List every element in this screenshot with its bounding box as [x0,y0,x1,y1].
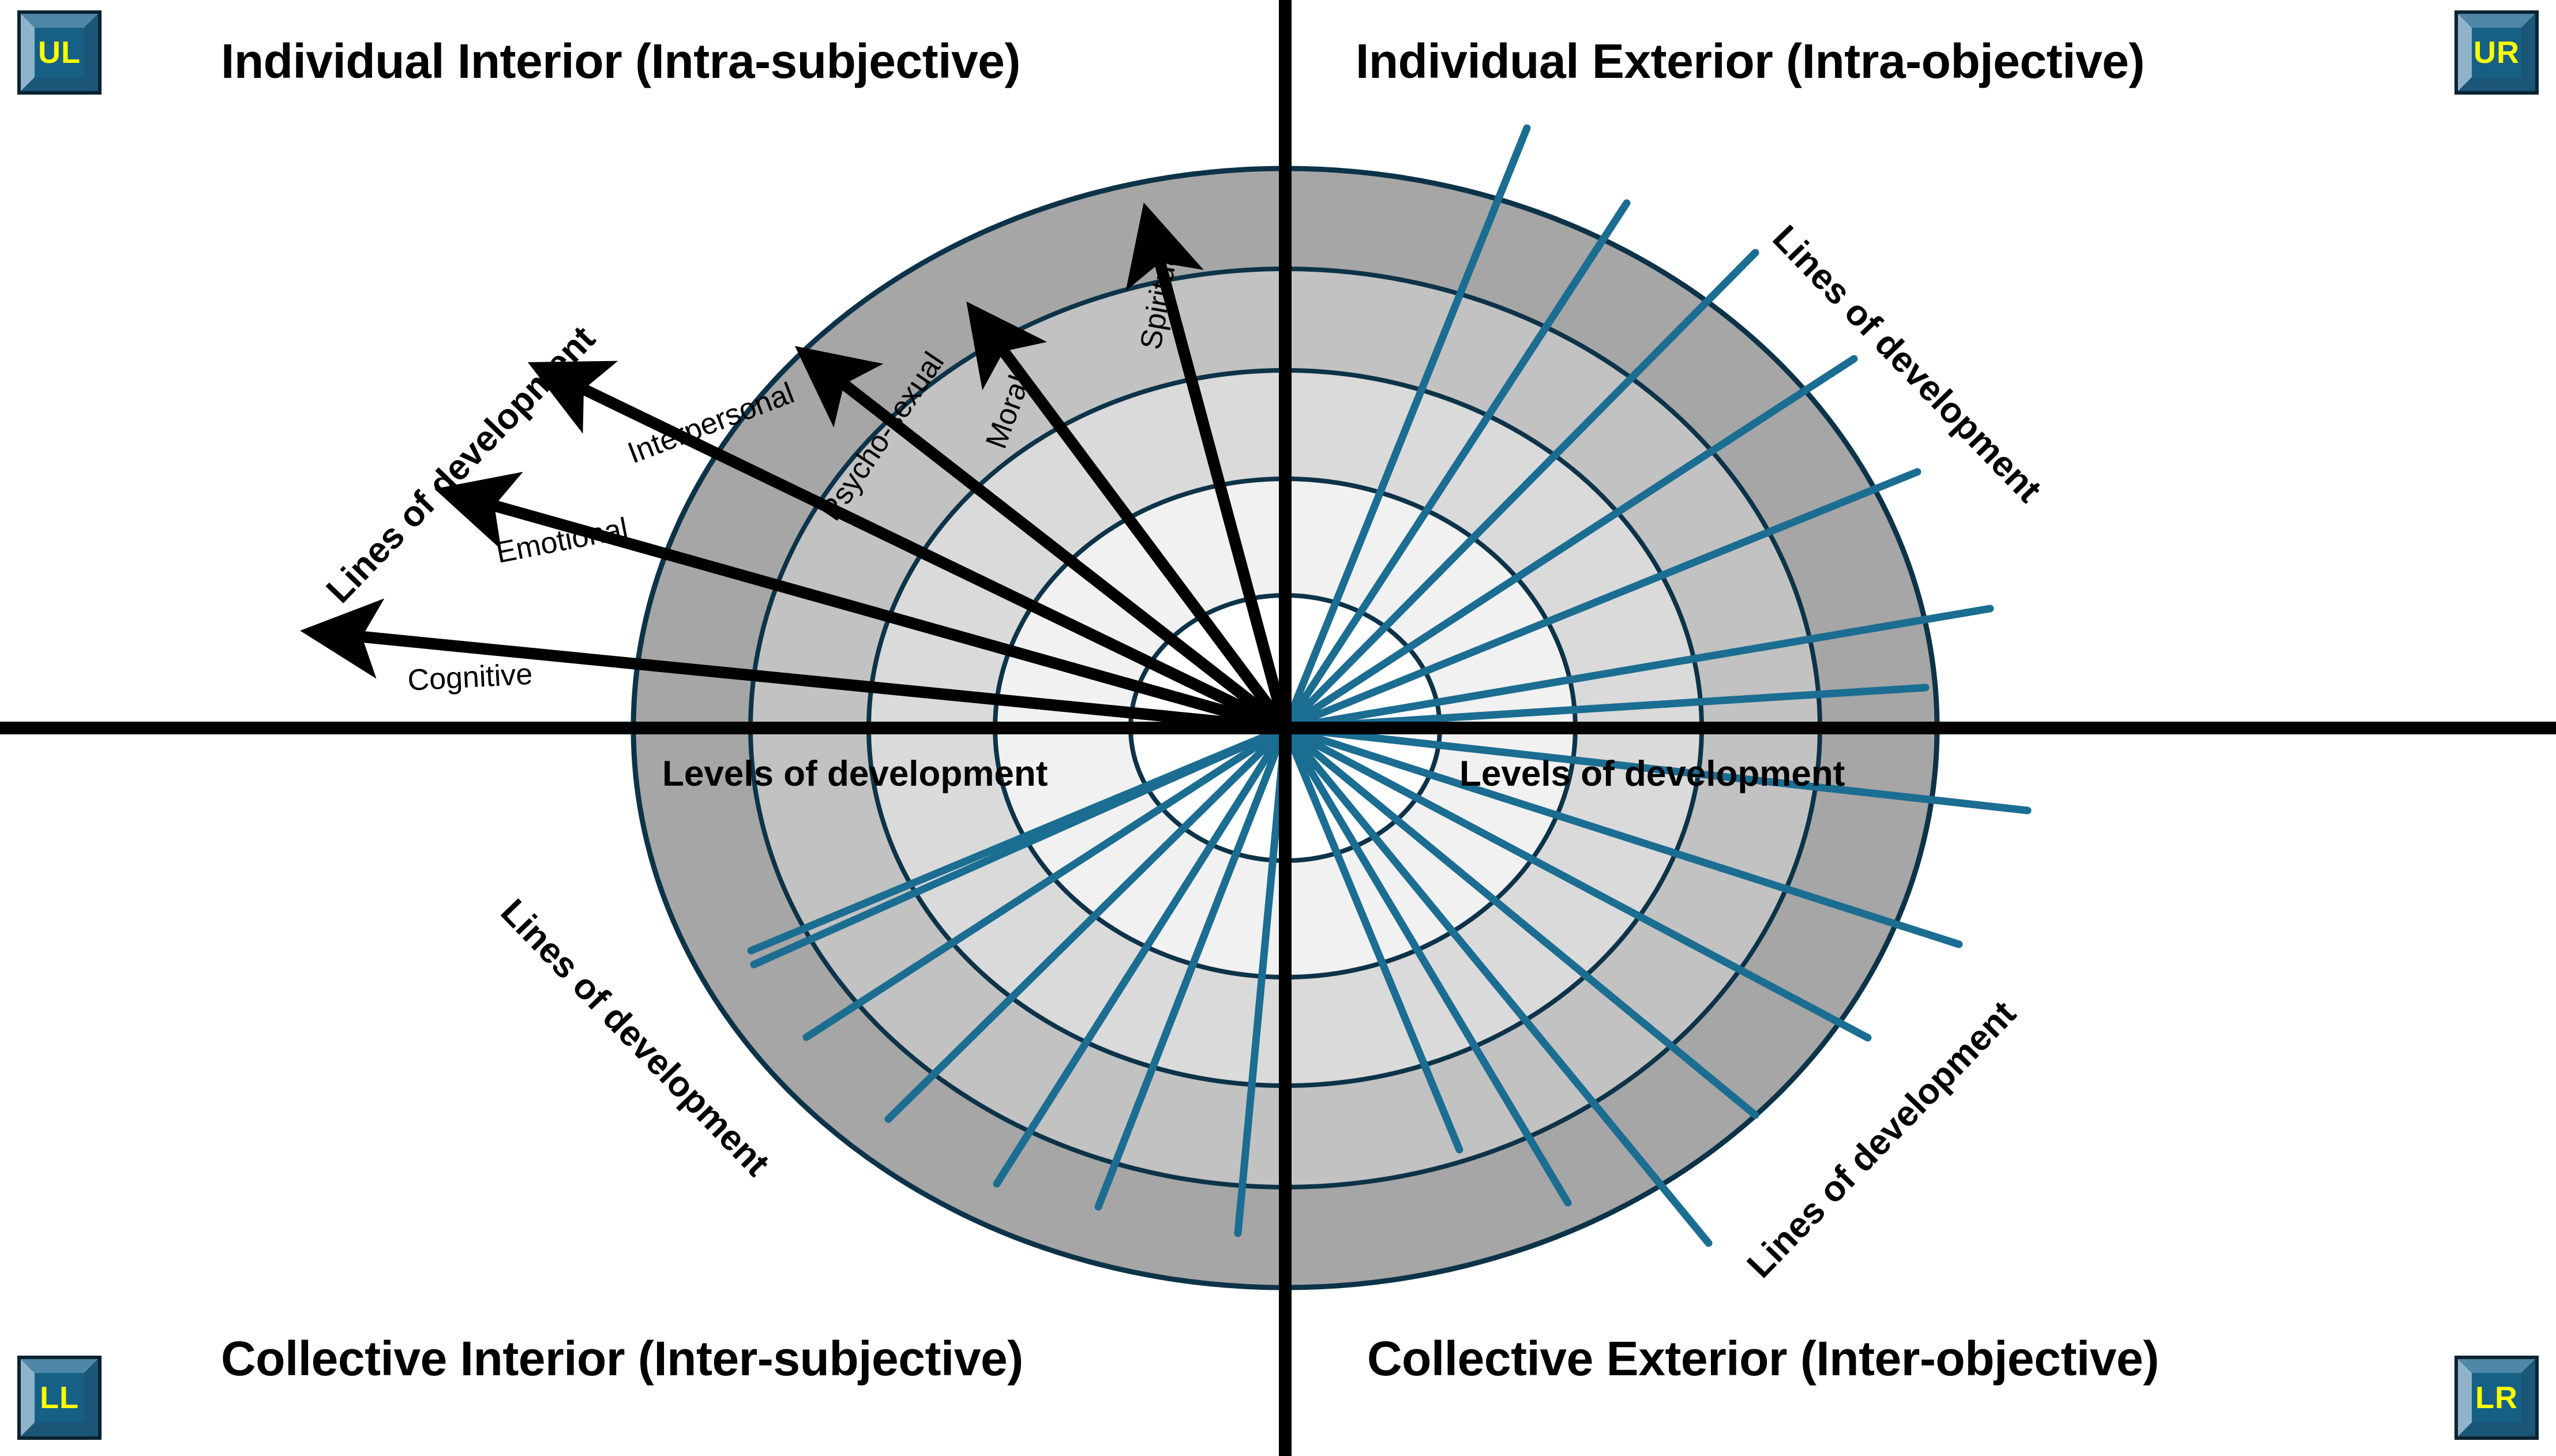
spoke-ur-2 [1281,199,1631,732]
badge-upper-left[interactable]: UL [16,9,103,96]
spoke-ur-5 [1281,468,1921,732]
spokes-lower-left [747,724,1289,1237]
spoke-ll-3 [993,724,1289,1188]
badge-upper-right[interactable]: UR [2453,9,2540,96]
spoke-lr-5 [1281,724,1713,1247]
badge-bevel-icon [17,1356,102,1440]
levels-of-development-label-left: Levels of development [662,754,1048,794]
spokes-lower-right [1281,724,2032,1247]
badge-lower-right[interactable]: LR [2453,1354,2540,1441]
spoke-lr-3 [1281,724,1872,1042]
spoke-ll-1 [1234,724,1289,1237]
quadrant-title-upper-right: Individual Exterior (Intra-objective) [1356,34,2145,88]
spoke-lr-2 [1281,724,1963,948]
levels-of-development-label-right: Levels of development [1459,754,1845,794]
spoke-lr-6 [1281,724,1572,1207]
badge-bevel-icon [2454,1356,2539,1440]
spoke-lr-1 [1281,724,2032,815]
arrow-moral [966,301,1290,731]
quadrant-title-lower-right: Collective Exterior (Inter-objective) [1367,1331,2159,1386]
spoke-ur-3 [1281,249,1759,732]
spoke-ll-2 [1094,724,1289,1211]
spoke-ur-7 [1281,684,1930,732]
spoke-lr-7 [1281,724,1463,1154]
badge-bevel-icon [17,10,102,95]
spoke-lr-4 [1281,724,1759,1119]
arrow-psycho-sexual [794,346,1289,733]
spoke-ll-7 [747,724,1289,955]
quadrant-title-lower-left: Collective Interior (Inter-subjective) [221,1331,1023,1386]
arrow-spiritual [1125,202,1291,730]
line-label-cognitive: Cognitive [407,657,534,697]
development-line-arrows [300,202,1291,734]
spoke-ur-6 [1281,605,1994,732]
spoke-ur-4 [1281,355,1858,732]
arrow-interpersonal [527,361,1288,734]
arrow-emotional [434,471,1287,734]
badge-bevel-icon [2454,10,2539,95]
spoke-ll-5 [802,724,1289,1041]
spoke-ur-1 [1281,124,1531,732]
quadrant-title-upper-left: Individual Interior (Intra-subjective) [221,34,1020,88]
spokes-upper-right [1281,124,1994,732]
arrow-cognitive [300,598,1286,734]
spoke-ll-4 [884,724,1289,1123]
badge-lower-left[interactable]: LL [16,1354,103,1441]
